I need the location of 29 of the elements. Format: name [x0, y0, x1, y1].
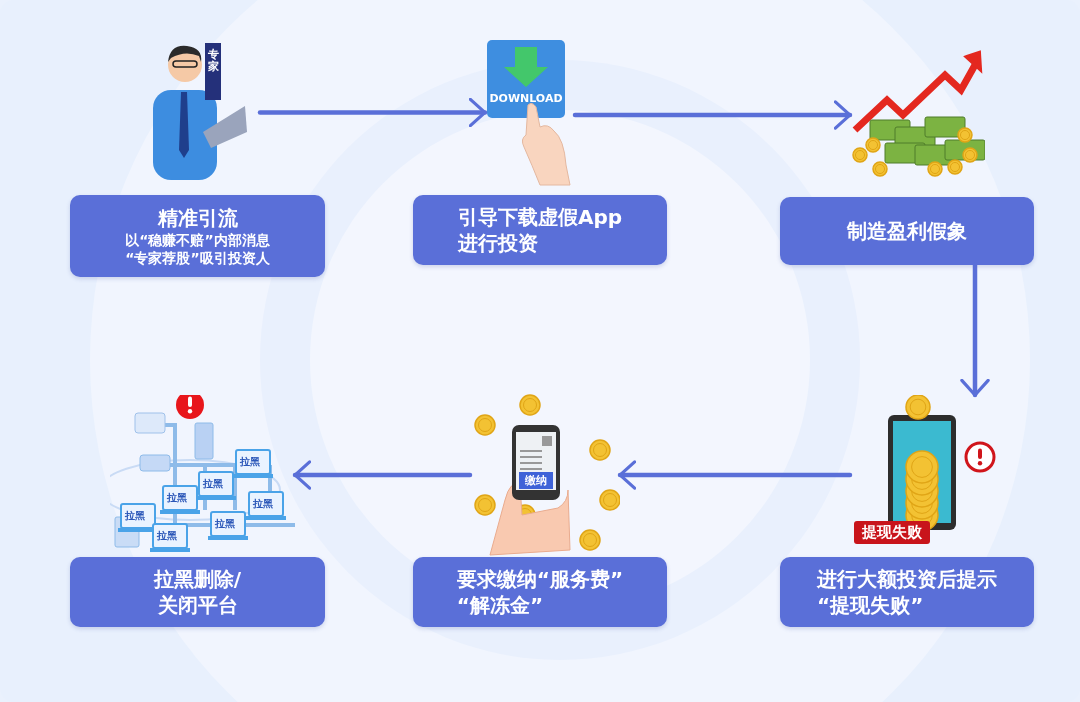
screen-label: 拉黑: [157, 529, 177, 543]
screen-label: 拉黑: [253, 497, 273, 511]
step-box: [70, 557, 325, 627]
step-title: 要求缴纳“服务费” “解冻金”: [456, 566, 624, 618]
screen-label: 拉黑: [167, 491, 187, 505]
pay-button-label: 缴纳: [519, 472, 553, 489]
arrow: [292, 460, 473, 490]
sign-text: 专家: [207, 47, 220, 76]
arrow: [617, 460, 853, 490]
step-title: 引导下载虚假App 进行投资: [457, 204, 623, 256]
warning-banner: 提现失败: [854, 521, 930, 544]
step-title: 制造盈利假象: [847, 218, 967, 244]
step-description: 以“稳赚不赔”内部消息 “专家荐股”吸引投资人: [125, 230, 270, 268]
screen-label: 拉黑: [240, 455, 260, 469]
screen-label: 拉黑: [203, 477, 223, 491]
step-title: 精准引流: [157, 204, 238, 231]
step-box: [70, 195, 325, 277]
download-label: DOWNLOAD: [488, 92, 564, 105]
screen-label: 拉黑: [125, 509, 145, 523]
screen-label: 拉黑: [215, 517, 235, 531]
arrow: [572, 100, 853, 130]
step-box: [780, 197, 1034, 265]
arrow: [257, 97, 488, 128]
step-title: 进行大额投资后提示 “提现失败”: [817, 566, 997, 618]
step-box: [413, 557, 667, 627]
step-title: 拉黑删除/关闭平台: [153, 566, 242, 618]
step-box: [413, 195, 667, 265]
step-box: [780, 557, 1034, 627]
arrow: [960, 262, 990, 398]
